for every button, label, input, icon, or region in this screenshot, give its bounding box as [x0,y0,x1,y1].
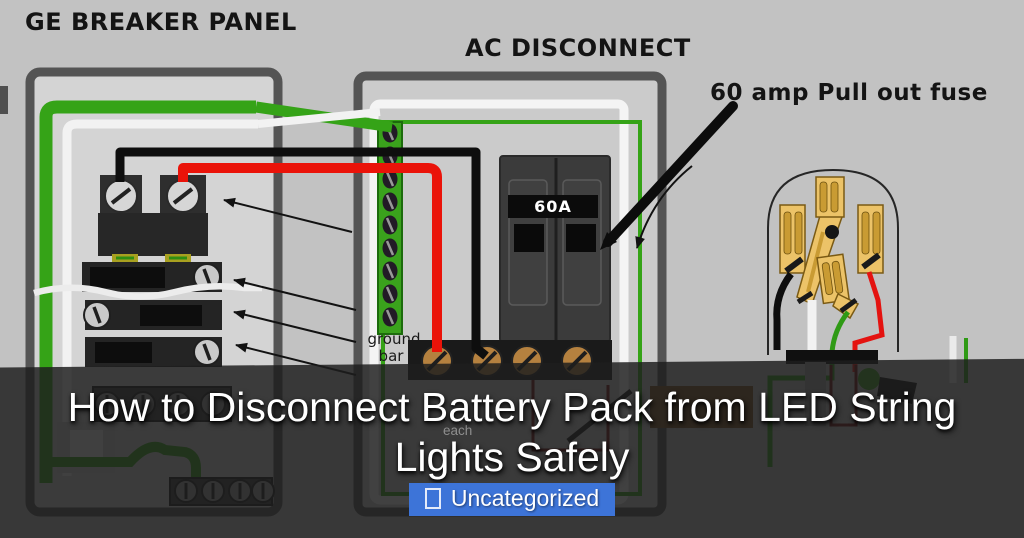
screw-slot [202,343,212,361]
contact-screw [784,256,804,274]
breaker-handle [95,342,152,363]
ground-bar-label-line1: ground [367,330,420,348]
black-lead [773,271,794,350]
breaker-panel-label: GE BREAKER PANEL [25,8,297,36]
arrow-breaker-1 [233,277,357,311]
contact-right [857,204,884,274]
fuse-window [514,224,544,252]
ac-disconnect-label: AC DISCONNECT [465,34,691,62]
red-hot-wire [178,163,442,352]
screw-slot [110,187,132,205]
ground-bar-label-line2: bar [379,347,405,365]
fuse-block: 60A [499,155,611,343]
each-label: each [443,423,473,438]
white-wire-cross [257,108,381,128]
fuse-window [566,224,596,252]
contact-screw [861,252,881,270]
fuse-rating-band [508,195,598,218]
fuse-rating-label: 60A [534,197,572,216]
ground-bar: ground bar [367,121,421,365]
contact-left [779,204,806,274]
arrow-to-disconnect [635,165,693,249]
arrow-breaker-2 [233,309,357,343]
category-row: Uncategorized [0,483,1024,516]
branch-breakers [82,262,222,367]
white-liner-wire [62,119,258,476]
white-neutral-wire [33,282,262,300]
breaker-handle [90,267,165,288]
contact-screw [796,290,814,305]
fuse-annotation-label: 60 amp Pull out fuse [710,80,988,106]
main-breaker-body [98,213,208,256]
fuse-pointer-arrow [600,101,738,250]
category-label: Uncategorized [450,485,600,511]
post-title-line1: How to Disconnect Battery Pack from LED … [67,384,957,430]
post-title-line2: Lights Safely [394,434,630,480]
category-icon [424,488,441,509]
green-liner-wire [39,100,256,483]
screw-slot [172,187,194,205]
feeder-wires [115,101,489,360]
fuse-pointer-head [600,232,617,250]
edge-artifact [0,86,8,114]
contact-screw [839,297,858,314]
category-badge[interactable]: Uncategorized [408,483,616,516]
black-hot-wire [115,147,489,360]
arrow-main-breaker [223,197,353,233]
screw-slot [202,268,212,286]
fuse-holder-outline [767,168,899,355]
contact-bottom [816,253,851,305]
screw-slot [92,306,102,324]
breaker-handle [140,305,202,326]
center-post [825,225,839,239]
ground-bar-screws [382,123,398,327]
